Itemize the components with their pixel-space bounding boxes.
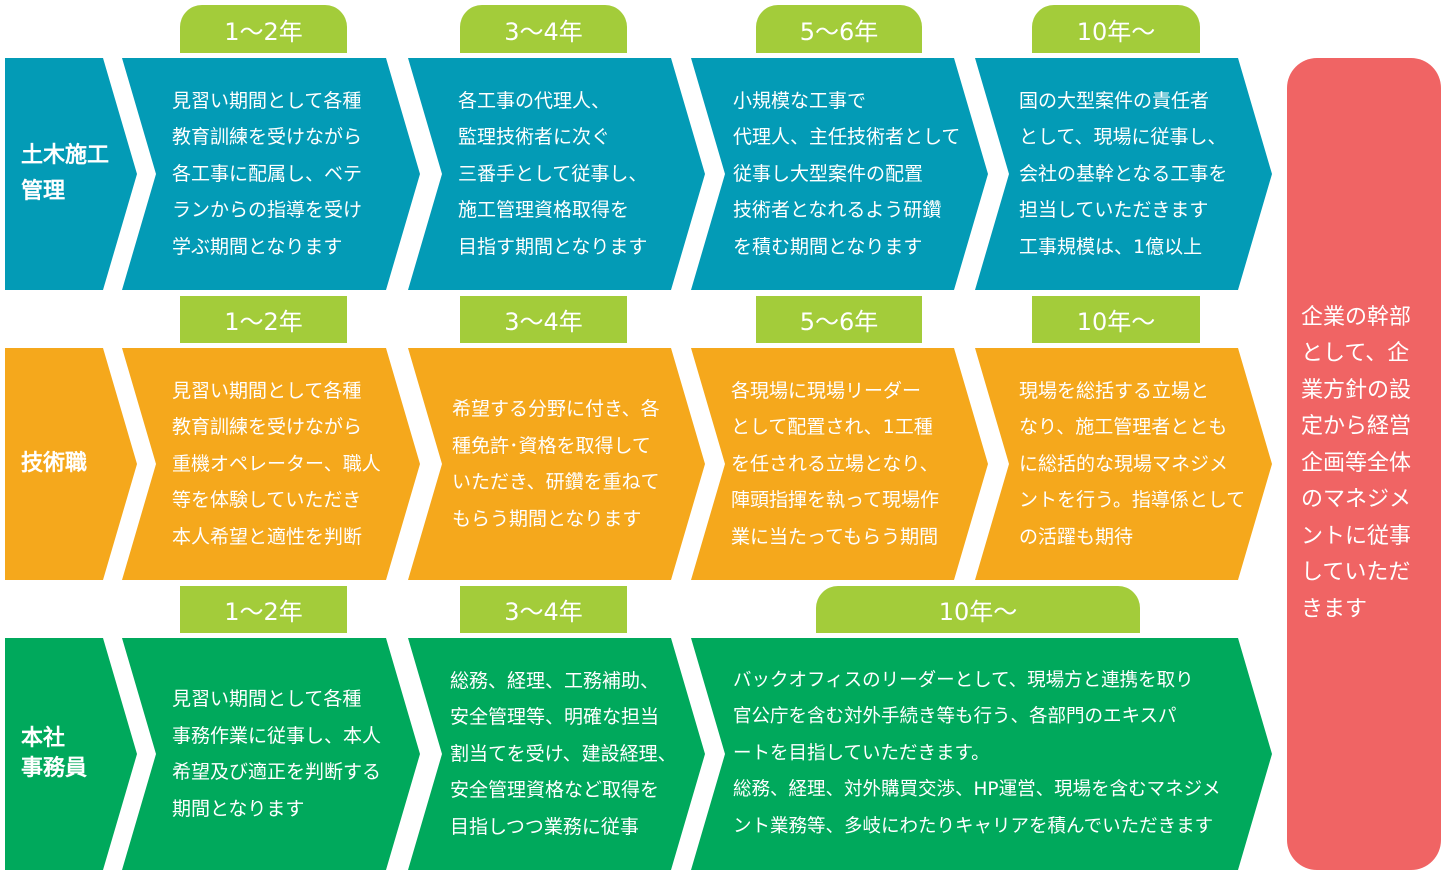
- step-card: 希望する分野に付き、各 種免許･資格を取得して いただき、研鑽を重ねて もらう期…: [408, 348, 705, 580]
- step-card: 小規模な工事で 代理人、主任技術者として 従事し大型案件の配置 技術者となれるよ…: [691, 58, 988, 290]
- period-tab: 1〜2年: [180, 296, 347, 343]
- step-text: 国の大型案件の責任者 として、現場に従事し、 会社の基幹となる工事を 担当してい…: [1019, 89, 1228, 258]
- period-tab: 1〜2年: [180, 586, 347, 633]
- step-text: 小規模な工事で 代理人、主任技術者として 従事し大型案件の配置 技術者となれるよ…: [733, 89, 961, 258]
- period-tab: 10年〜: [816, 586, 1140, 633]
- step-text: 総務、経理、工務補助、 安全管理等、明確な担当 割当てを受け、建設経理、 安全管…: [450, 669, 677, 838]
- period-tab: 1〜2年: [180, 5, 347, 53]
- row-label-office: 本社 事務員: [5, 638, 137, 870]
- executive-goal-box: 企業の幹部 として、企 業方針の設 定から経営 企画等全体 のマネジメ ントに従…: [1287, 58, 1441, 870]
- row-label: 土木施工 管理: [21, 143, 110, 204]
- row-label: 本社 事務員: [21, 726, 88, 781]
- period-tab: 10年〜: [1032, 296, 1200, 343]
- step-text: 現場を総括する立場と なり、施工管理者ととも に総括的な現場マネジメ ントを行う…: [1019, 379, 1246, 548]
- step-card: バックオフィスのリーダーとして、現場方と連携を取り 官公庁を含む対外手続き等も行…: [691, 638, 1272, 870]
- period-tab: 5〜6年: [756, 5, 922, 53]
- step-text: 見習い期間として各種 教育訓練を受けながら 重機オペレーター、職人 等を体験して…: [172, 379, 381, 548]
- step-card: 国の大型案件の責任者 として、現場に従事し、 会社の基幹となる工事を 担当してい…: [975, 58, 1272, 290]
- period-tab: 3〜4年: [460, 586, 627, 633]
- period-tab: 3〜4年: [460, 5, 627, 53]
- row-label-tech: 技術職: [5, 348, 137, 580]
- step-card: 現場を総括する立場と なり、施工管理者ととも に総括的な現場マネジメ ントを行う…: [975, 348, 1272, 580]
- step-text: 希望する分野に付き、各 種免許･資格を取得して いただき、研鑽を重ねて もらう期…: [452, 398, 660, 530]
- step-text: 各現場に現場リーダー として配置され、1工種 を任される立場となり、 陣頭指揮を…: [731, 379, 940, 548]
- step-card: 見習い期間として各種 教育訓練を受けながら 各工事に配属し、ベテ ランからの指導…: [122, 58, 420, 290]
- period-tab: 10年〜: [1032, 5, 1200, 53]
- row-label: 技術職: [21, 451, 88, 476]
- step-text: バックオフィスのリーダーとして、現場方と連携を取り 官公庁を含む対外手続き等も行…: [733, 669, 1221, 837]
- step-text: 見習い期間として各種 事務作業に従事し、本人 希望及び適正を判断する 期間となり…: [172, 688, 382, 820]
- row-label-civil: 土木施工 管理: [5, 58, 137, 290]
- step-text: 見習い期間として各種 教育訓練を受けながら 各工事に配属し、ベテ ランからの指導…: [172, 89, 363, 258]
- period-tab: 5〜6年: [756, 296, 922, 343]
- step-card: 総務、経理、工務補助、 安全管理等、明確な担当 割当てを受け、建設経理、 安全管…: [408, 638, 705, 870]
- step-card: 各現場に現場リーダー として配置され、1工種 を任される立場となり、 陣頭指揮を…: [691, 348, 988, 580]
- period-tab: 3〜4年: [460, 296, 627, 343]
- step-card: 見習い期間として各種 事務作業に従事し、本人 希望及び適正を判断する 期間となり…: [122, 638, 420, 870]
- step-card: 見習い期間として各種 教育訓練を受けながら 重機オペレーター、職人 等を体験して…: [122, 348, 420, 580]
- step-text: 各工事の代理人、 監理技術者に次ぐ 三番手として従事し、 施工管理資格取得を 目…: [458, 89, 648, 258]
- step-card: 各工事の代理人、 監理技術者に次ぐ 三番手として従事し、 施工管理資格取得を 目…: [408, 58, 705, 290]
- executive-goal-text: 企業の幹部 として、企 業方針の設 定から経営 企画等全体 のマネジメ ントに従…: [1301, 304, 1412, 622]
